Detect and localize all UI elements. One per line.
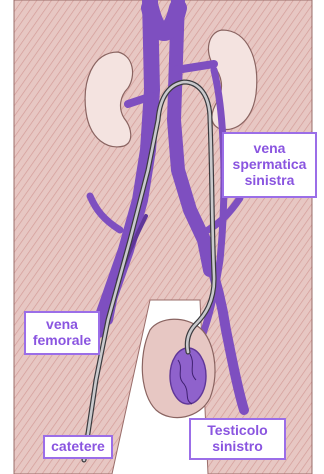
spermatic-vein-label: vena spermatica sinistra	[222, 132, 317, 198]
femoral-vein-label: vena femorale	[24, 311, 100, 355]
testicle-label: Testicolo sinistro	[189, 418, 286, 460]
femoral-vein-label-text: vena femorale	[33, 317, 91, 348]
spermatic-vein-label-text: vena spermatica sinistra	[233, 141, 307, 188]
testicle-label-text: Testicolo sinistro	[207, 423, 267, 454]
varicocele	[170, 348, 206, 404]
catheter-label-text: catetere	[51, 439, 105, 455]
catheter-label: catetere	[43, 435, 113, 459]
